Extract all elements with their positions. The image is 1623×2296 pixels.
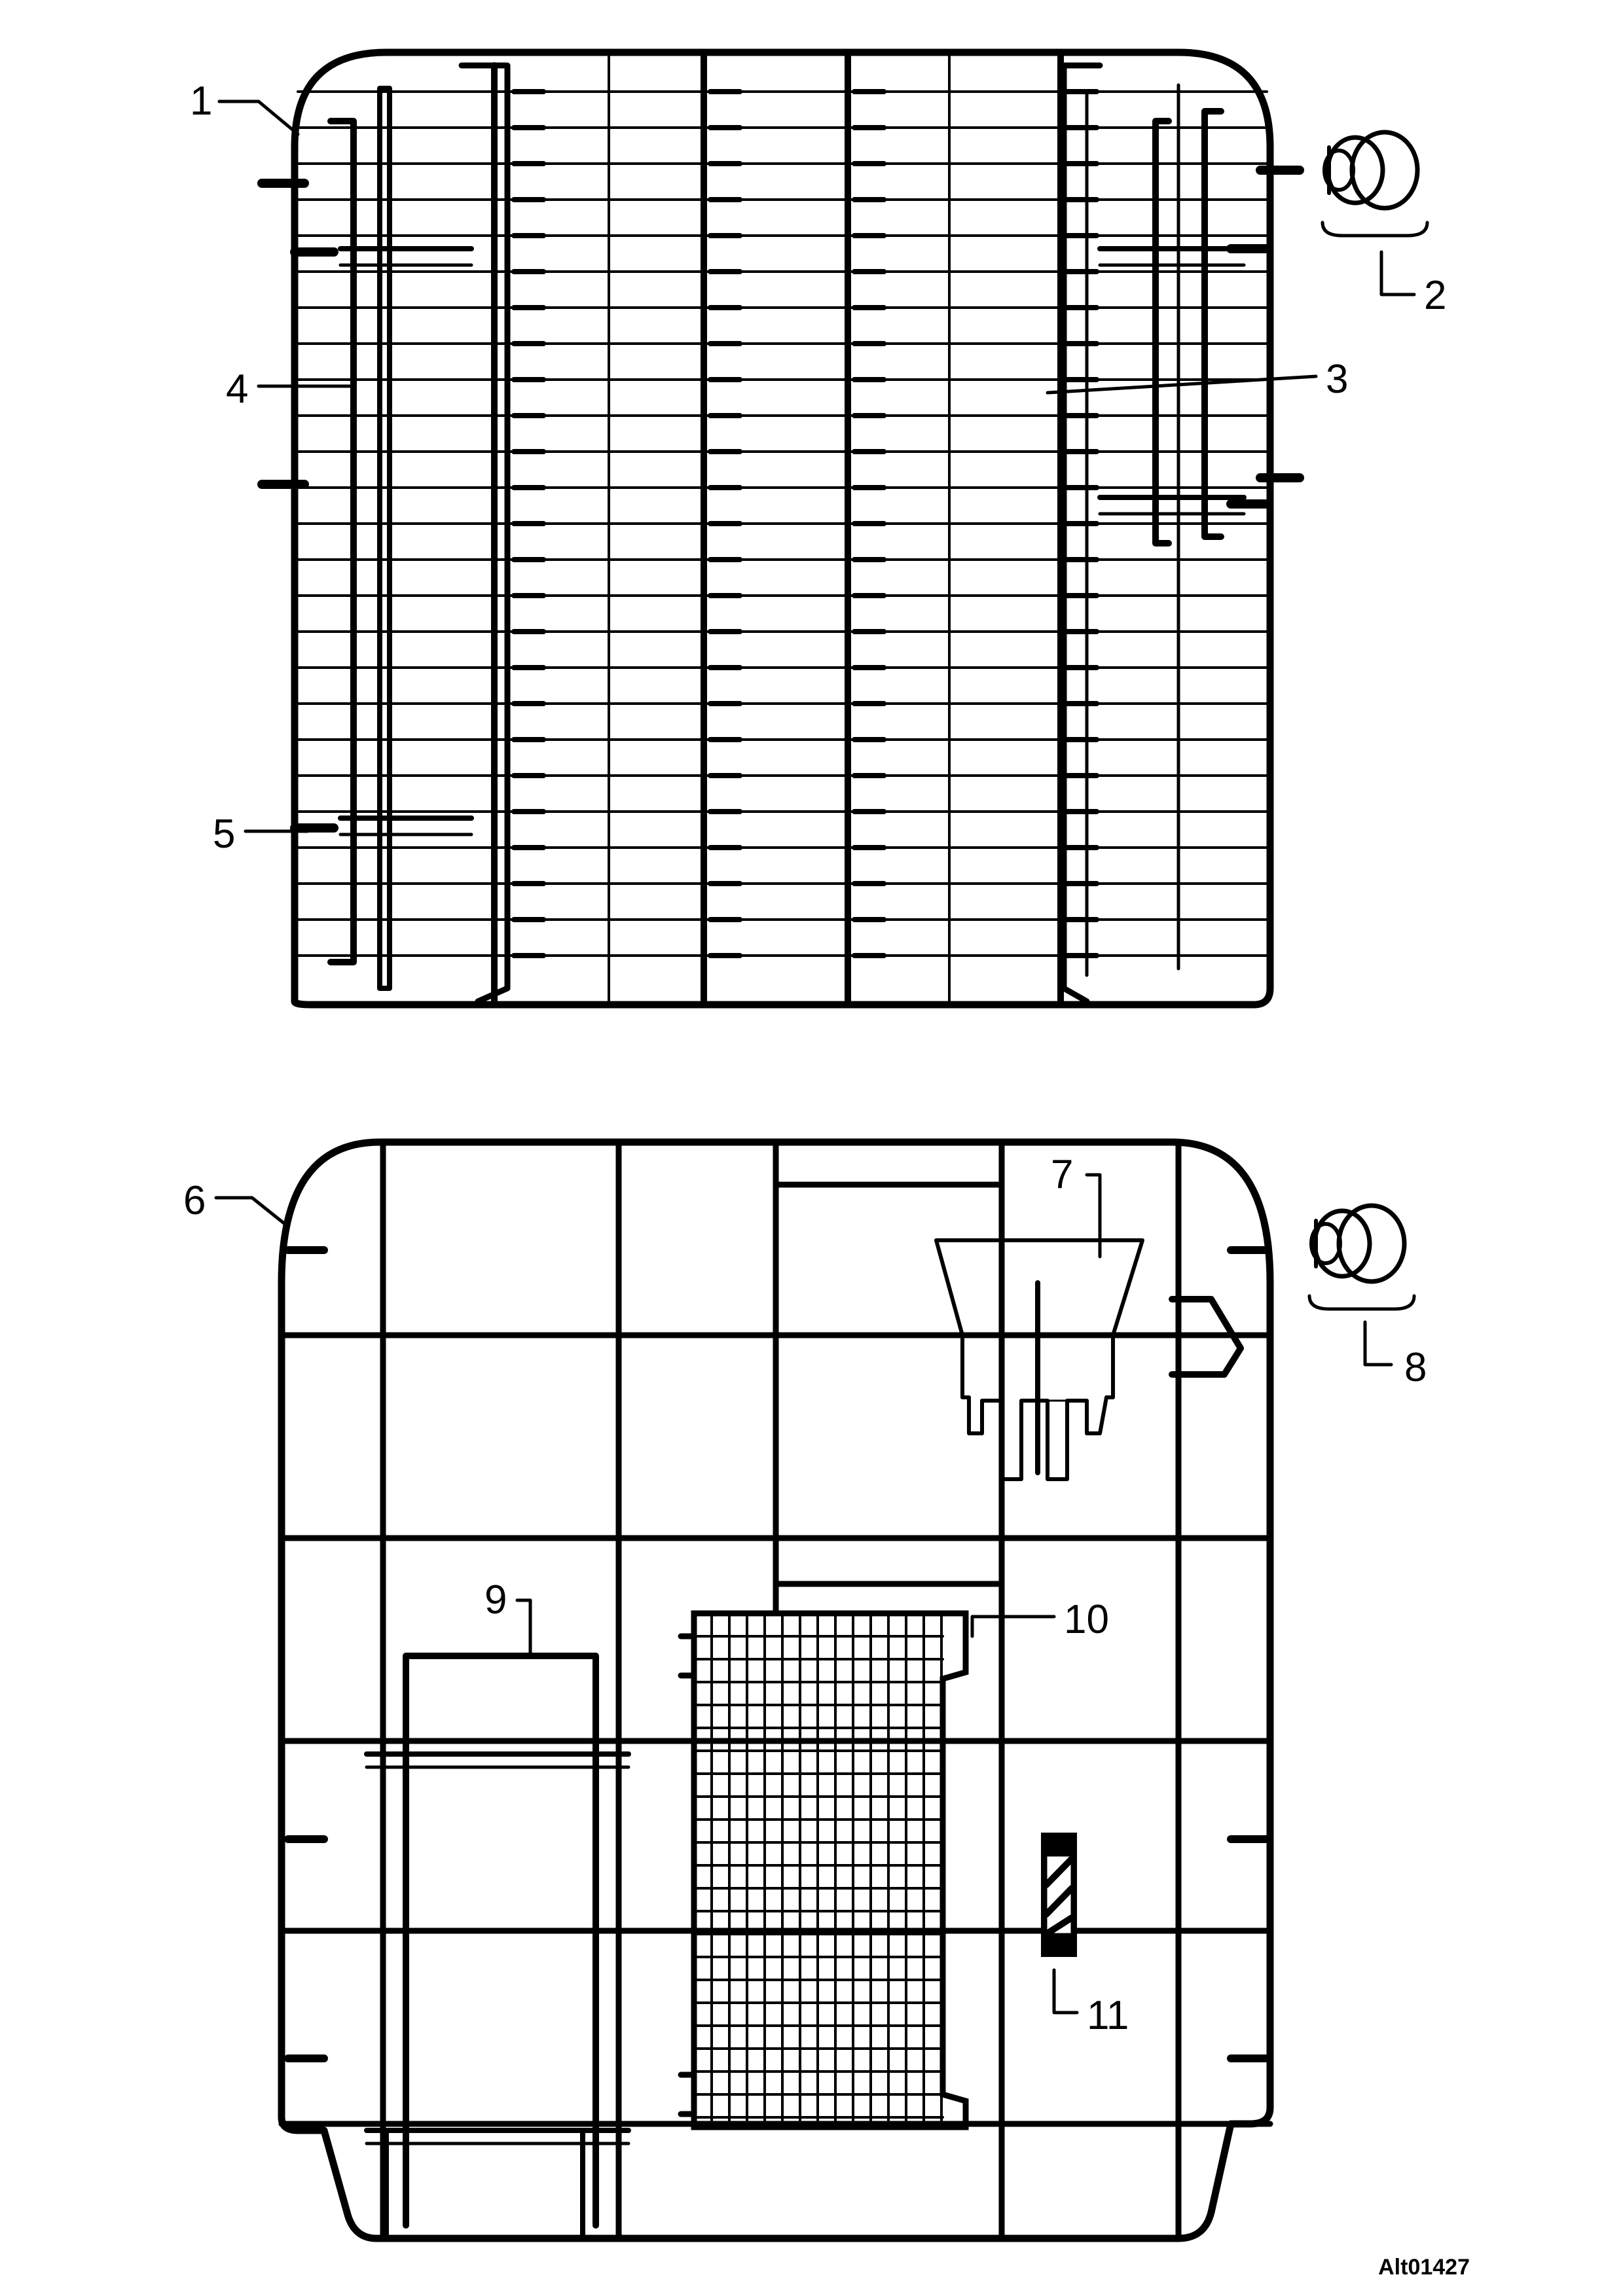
side-handle-hook xyxy=(1169,1296,1244,1378)
callout-7: 7 xyxy=(1051,1152,1073,1197)
lower-basket-grid-vertical xyxy=(380,1139,1182,2242)
upper-basket xyxy=(257,48,1304,1009)
callout-8: 8 xyxy=(1404,1345,1427,1390)
callout-10: 10 xyxy=(1064,1597,1109,1642)
callout-leaders xyxy=(214,99,1416,2015)
callout-numbers: 1 2 3 4 5 6 7 8 9 10 11 xyxy=(183,79,1446,2038)
lower-basket-rail-clips xyxy=(284,1246,1271,2062)
callout-11: 11 xyxy=(1087,1993,1129,2038)
spray-nozzle-holder xyxy=(934,1238,1144,1481)
lower-basket xyxy=(278,1138,1274,2242)
upper-basket-side-handles xyxy=(458,62,1103,1005)
callout-5: 5 xyxy=(213,812,235,857)
callout-1: 1 xyxy=(190,79,212,124)
callout-6: 6 xyxy=(183,1178,206,1223)
callout-3: 3 xyxy=(1326,357,1348,402)
callout-2: 2 xyxy=(1424,273,1446,318)
filter-insert xyxy=(1041,1833,1077,1957)
callout-4: 4 xyxy=(226,367,248,412)
callout-9: 9 xyxy=(484,1577,507,1623)
cutlery-basket xyxy=(678,1610,969,2130)
upper-basket-longitudinal-wires xyxy=(491,49,1064,1008)
upper-basket-crosswires xyxy=(297,89,1268,958)
upper-rack-roller xyxy=(1321,130,1429,238)
cup-rack-left xyxy=(327,86,474,991)
reference-code: Alt01427 xyxy=(1378,2255,1470,2280)
lower-rack-roller xyxy=(1307,1203,1416,1311)
cup-rack-right xyxy=(1097,83,1247,971)
upper-basket-rail-clips xyxy=(257,166,1304,833)
fold-down-plate-rack xyxy=(364,1653,631,2241)
